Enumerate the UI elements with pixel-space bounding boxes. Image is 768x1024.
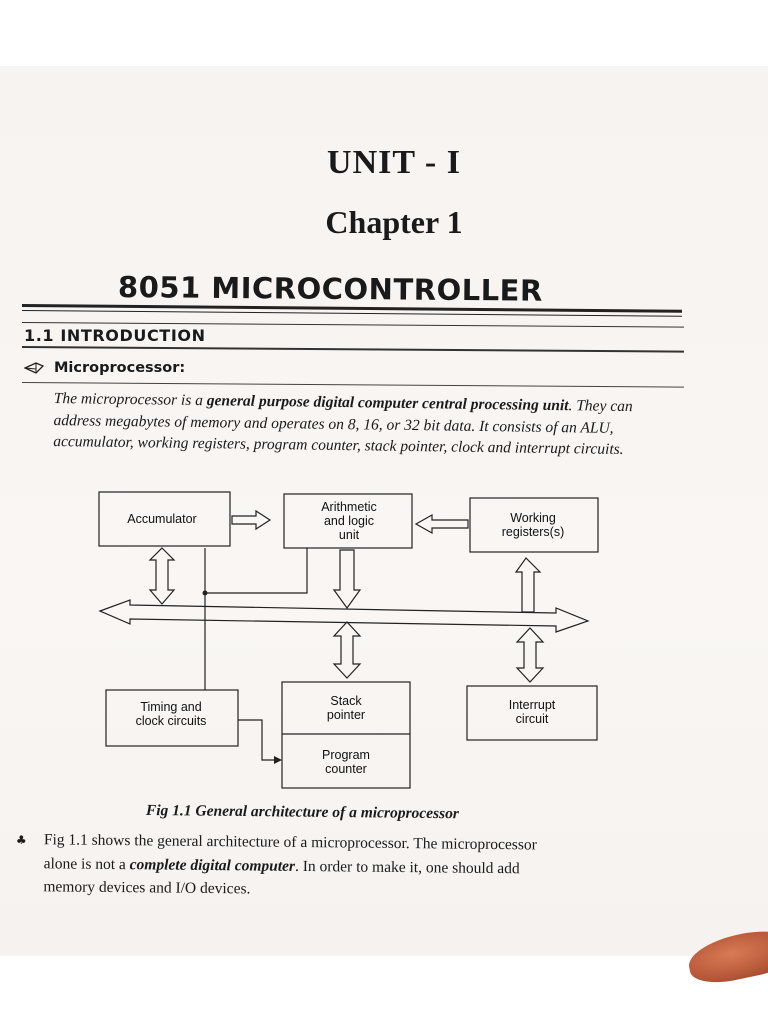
body-line-2b: . In order to make it, one should add: [294, 857, 520, 878]
program-label-2: counter: [325, 762, 367, 776]
working-bus-arrow: [514, 557, 542, 613]
body-line-1-text: Fig 1.1 shows the general architecture o…: [43, 831, 537, 854]
club-icon: ♣: [15, 832, 27, 848]
alu-label-2: and logic: [324, 514, 374, 528]
accumulator-label: Accumulator: [127, 512, 196, 526]
scanned-page: [0, 66, 768, 956]
bus-interrupt-arrow: [515, 627, 545, 683]
intro-paragraph: The microprocessor is a general purpose …: [53, 388, 684, 461]
architecture-diagram: Accumulator Arithmetic and logic unit Wo…: [98, 491, 599, 789]
unit-title: UNIT - I: [327, 144, 461, 181]
program-label-1: Program: [322, 748, 370, 762]
alu-box: [283, 493, 413, 549]
interrupt-label-2: circuit: [516, 712, 549, 726]
alu-label-1: Arithmetic: [321, 500, 377, 514]
stack-label-1: Stack: [330, 694, 362, 708]
main-heading: 8051 MICROCONTROLLER: [117, 270, 543, 308]
body-paragraph: ♣ Fig 1.1 shows the general architecture …: [15, 828, 680, 905]
interrupt-label-1: Interrupt: [509, 698, 556, 712]
alu-label-3: unit: [339, 528, 360, 542]
working-label-2: registers(s): [502, 525, 565, 539]
section-heading: 1.1 INTRODUCTION: [24, 326, 206, 345]
intro-bold-term: general purpose digital computer central…: [206, 392, 569, 415]
subheading-text: Microprocessor:: [54, 360, 186, 376]
timing-label-1: Timing and: [140, 700, 201, 714]
acc-to-alu-arrow: [231, 509, 272, 531]
subheading: Microprocessor:: [23, 360, 186, 376]
bus-stack-arrow: [332, 621, 362, 679]
acc-bus-arrow: [148, 547, 176, 605]
intro-text-part1: The microprocessor is a: [53, 389, 207, 410]
body-line-2a: alone is not a: [43, 855, 130, 874]
interrupt-box: [466, 685, 598, 741]
timing-label-2: clock circuits: [136, 714, 207, 728]
arrowhead-to-program: [274, 756, 282, 764]
working-label-1: Working: [510, 511, 556, 525]
system-bus-arrow: [98, 599, 590, 633]
working-to-alu-arrow: [414, 513, 469, 535]
alu-to-bus-arrow: [332, 549, 362, 610]
alu-control-line: [205, 548, 308, 594]
body-emphasis: complete digital computer: [129, 856, 296, 875]
junction-dot: [202, 590, 208, 596]
accumulator-box: [98, 491, 231, 547]
figure-caption: Fig 1.1 General architecture of a microp…: [145, 802, 459, 823]
chapter-title: Chapter 1: [325, 204, 463, 240]
stack-label-2: pointer: [327, 708, 365, 722]
working-registers-box: [469, 497, 599, 553]
stack-program-box: [281, 681, 411, 789]
timing-box: [105, 689, 239, 747]
pen-nib-icon: [23, 361, 45, 375]
timing-to-program-line: [238, 719, 276, 761]
